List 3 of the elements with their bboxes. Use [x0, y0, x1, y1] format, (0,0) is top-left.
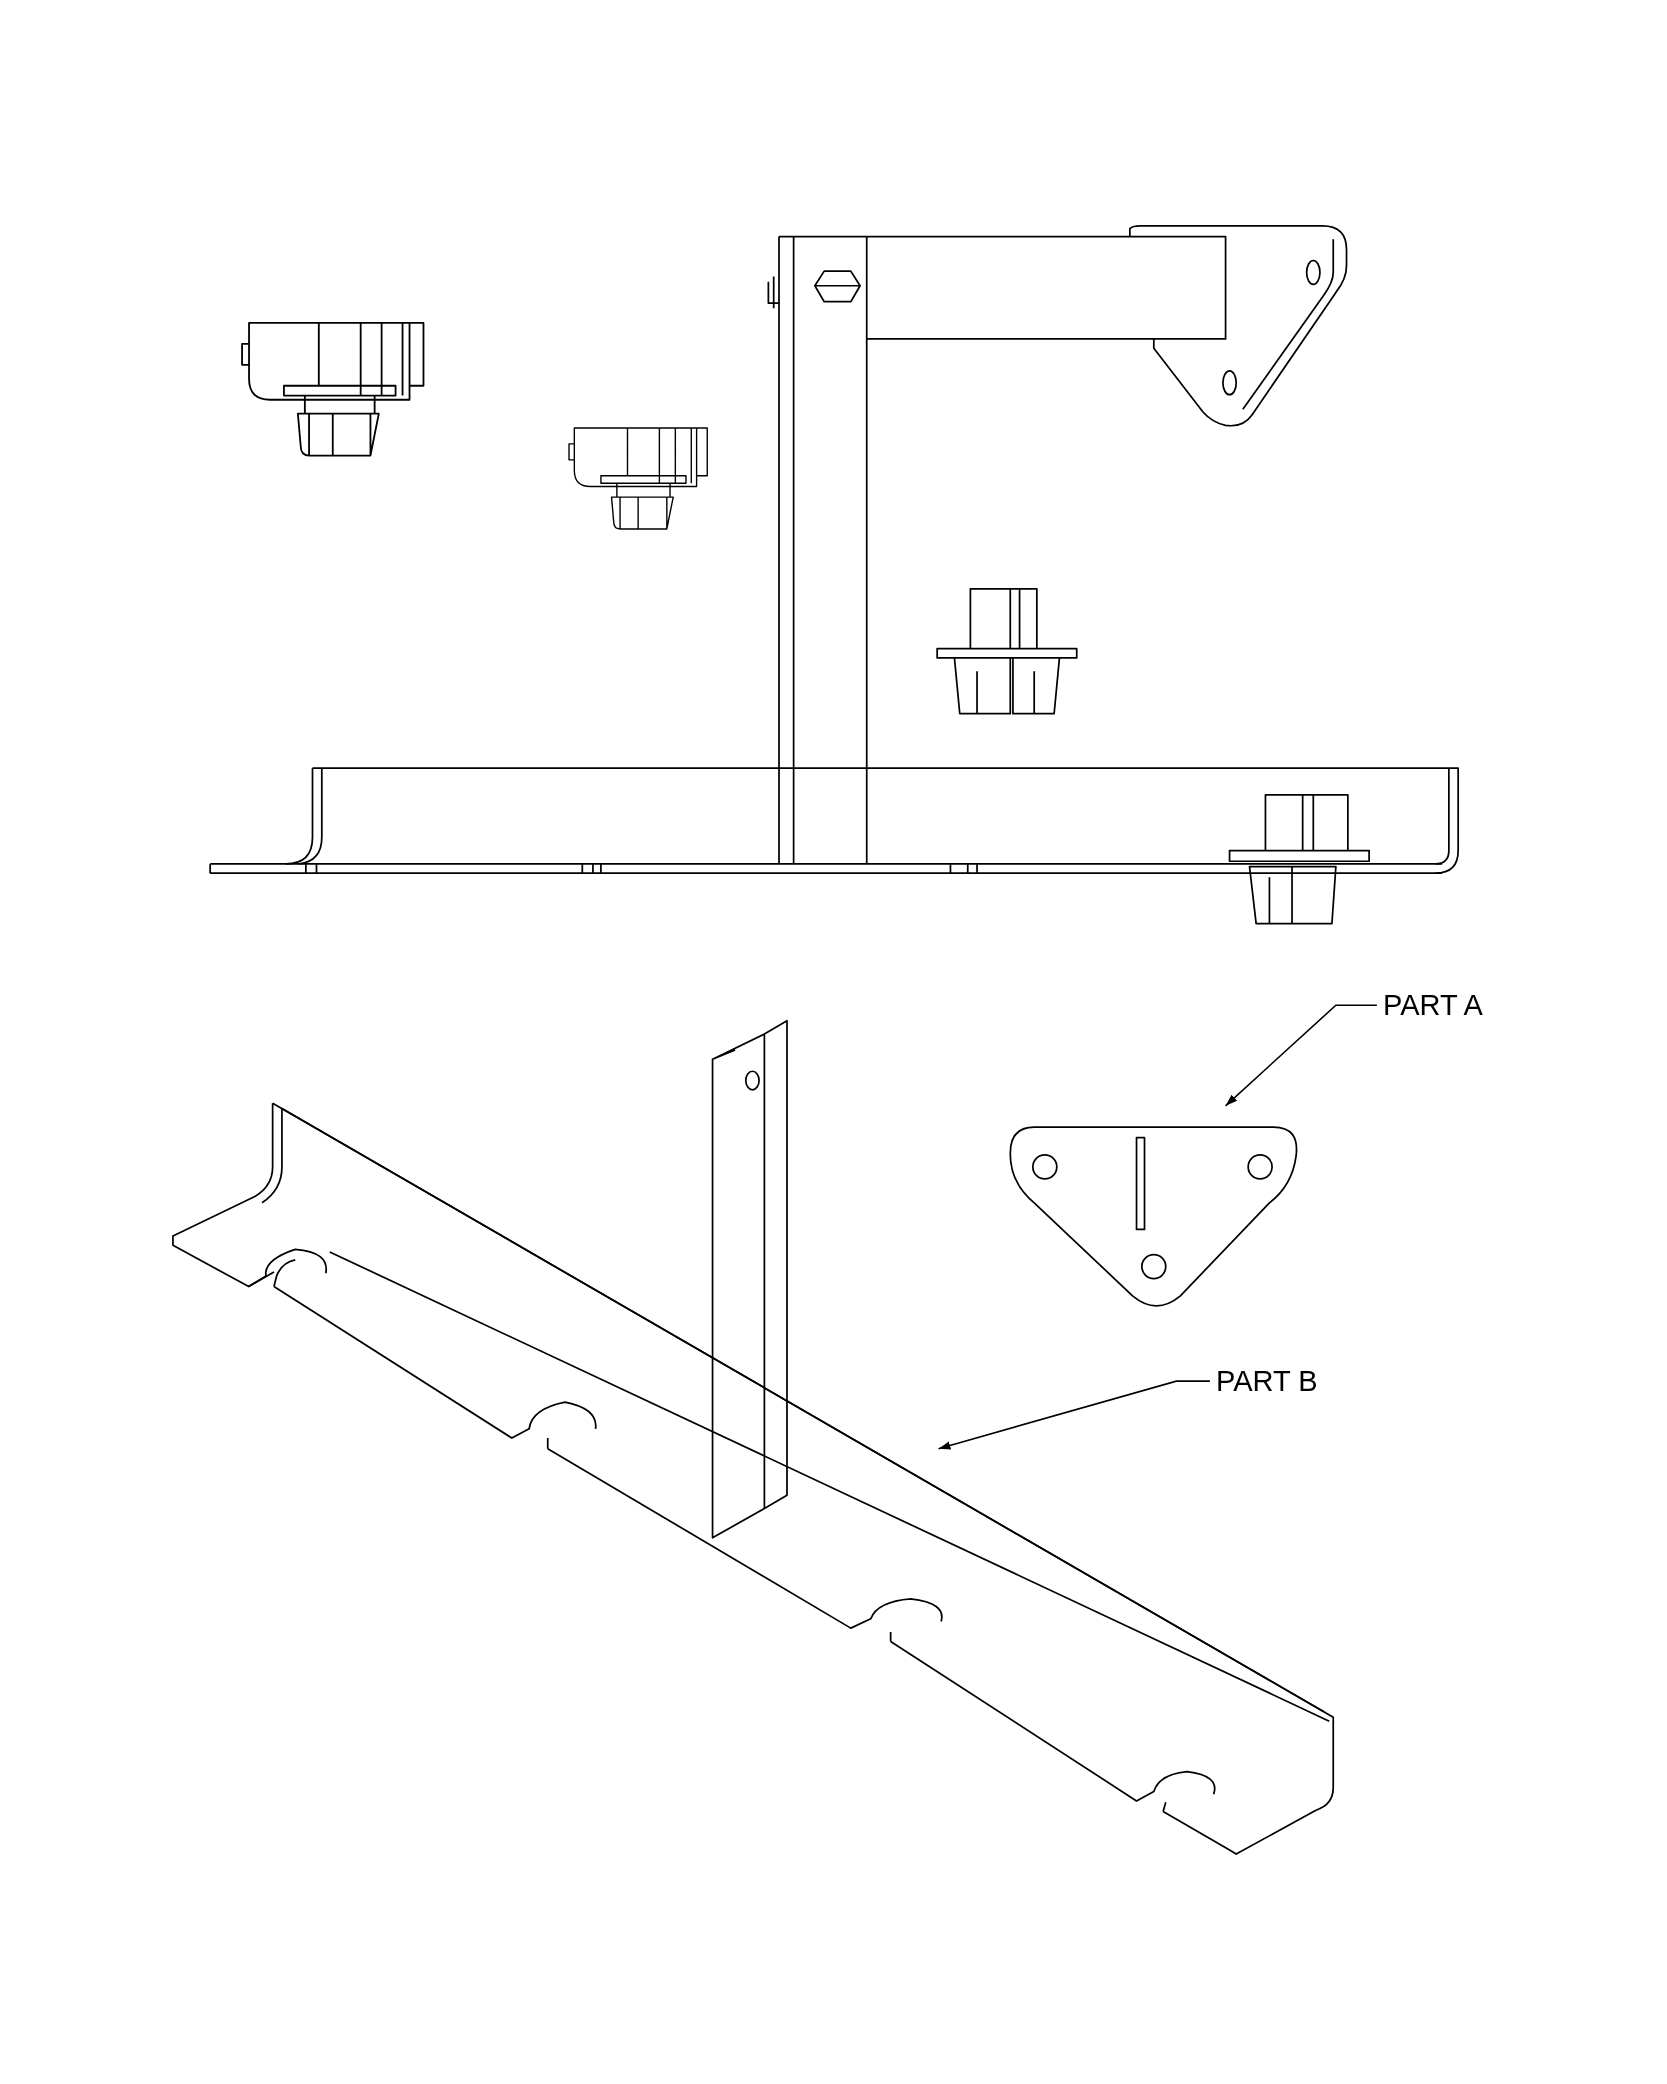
leader-line: [1224, 1004, 1378, 1107]
leader-line: [937, 1380, 1211, 1450]
angle-bracket-drawing: [172, 1019, 1335, 1855]
